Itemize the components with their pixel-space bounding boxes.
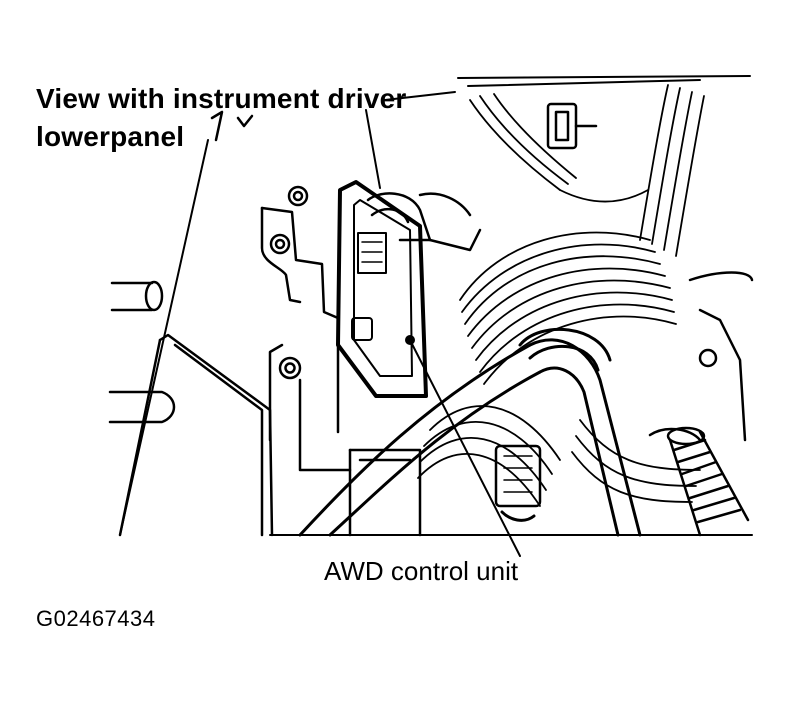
view-leader-line-upper — [365, 109, 381, 189]
corrugated-conduit — [666, 426, 750, 537]
wiring-harness-bundle — [417, 231, 701, 507]
leader-lines — [119, 109, 521, 557]
awd-control-unit-label: AWD control unit — [324, 556, 519, 586]
view-label: View with instrument driver lowerpanel — [36, 80, 407, 156]
view-arrow-mark — [210, 110, 254, 142]
module-connector — [366, 192, 482, 252]
awd-control-unit — [336, 180, 428, 398]
awd-leader-line — [409, 339, 521, 557]
upper-connector — [546, 102, 598, 150]
view-label-line2: lowerpanel — [36, 121, 185, 152]
pipe-stub — [108, 280, 176, 424]
upper-harness — [469, 84, 705, 257]
hose-clamp — [518, 327, 612, 372]
dash-upper-edge — [384, 75, 751, 101]
right-structure — [648, 271, 754, 442]
lower-bracket — [348, 448, 422, 537]
lower-connector — [494, 444, 542, 522]
view-leader-line — [119, 139, 209, 536]
figure-id: G02467434 — [36, 606, 156, 631]
view-label-line1: View with instrument driver — [36, 83, 407, 114]
